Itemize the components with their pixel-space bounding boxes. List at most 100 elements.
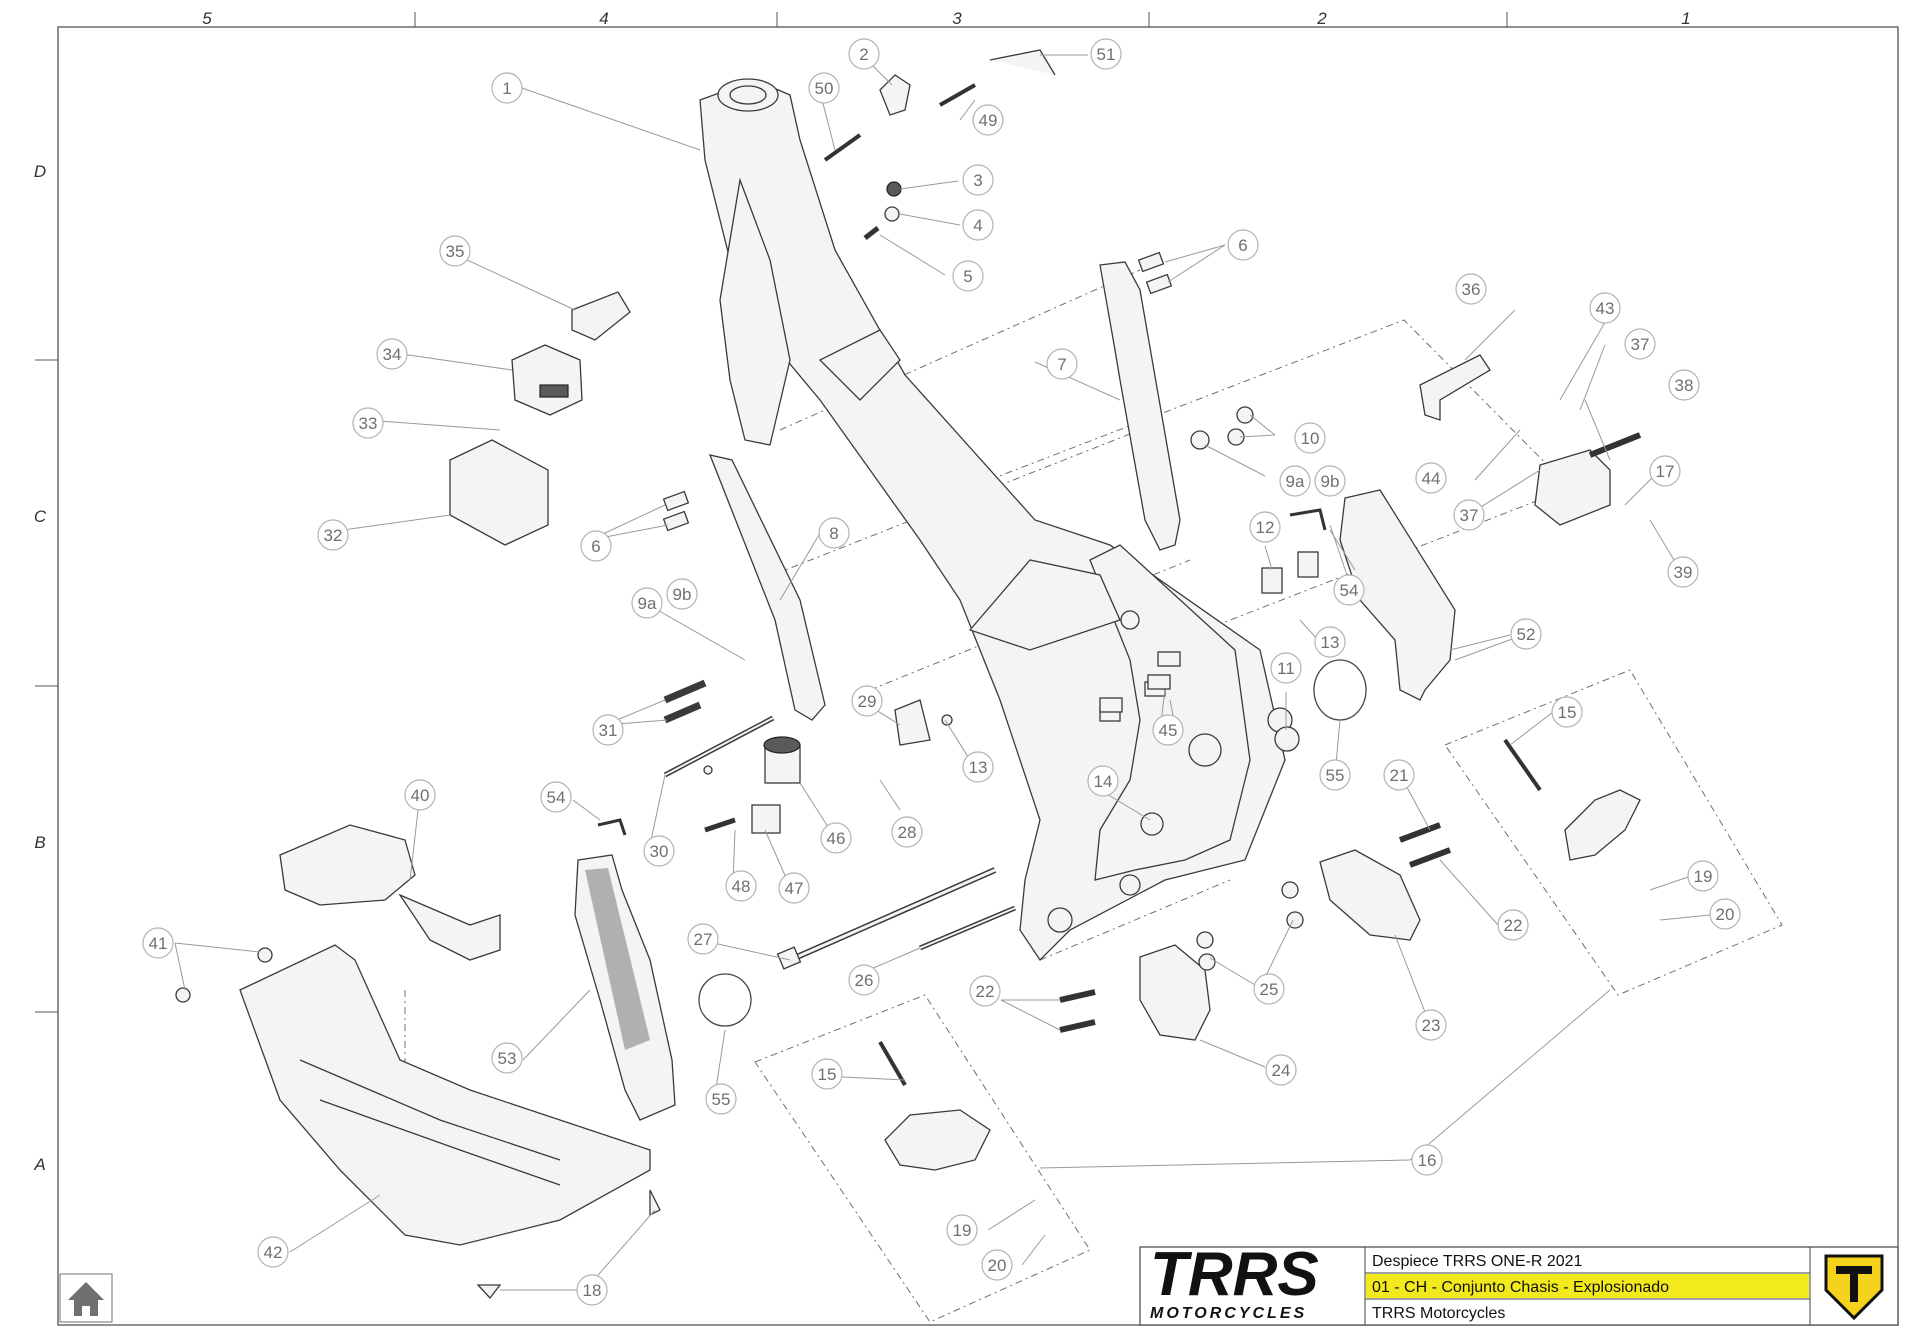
svg-text:18: 18: [583, 1281, 602, 1300]
callout-bubble: 36: [1455, 273, 1487, 305]
svg-text:31: 31: [599, 721, 618, 740]
drawing-subtitle: 01 - CH - Conjunto Chasis - Explosionado: [1372, 1279, 1669, 1296]
callout-bubble: 18: [576, 1274, 608, 1306]
callout-bubble: 9b: [666, 578, 698, 610]
callout-bubble: 17: [1649, 455, 1681, 487]
svg-text:48: 48: [732, 877, 751, 896]
svg-text:21: 21: [1390, 766, 1409, 785]
svg-text:7: 7: [1057, 355, 1066, 374]
svg-text:41: 41: [149, 934, 168, 953]
callout-bubble: 22: [1497, 909, 1529, 941]
svg-text:46: 46: [827, 829, 846, 848]
svg-text:24: 24: [1272, 1061, 1291, 1080]
svg-text:25: 25: [1260, 980, 1279, 999]
callout-bubble: 19: [1687, 860, 1719, 892]
svg-text:51: 51: [1097, 45, 1116, 64]
callout-bubble: 24: [1265, 1054, 1297, 1086]
grid-column-label: 1: [1681, 9, 1690, 28]
callout-bubble: 32: [317, 519, 349, 551]
svg-text:50: 50: [815, 79, 834, 98]
grid-row-label: A: [33, 1155, 45, 1174]
svg-text:52: 52: [1517, 625, 1536, 644]
svg-text:17: 17: [1656, 462, 1675, 481]
svg-text:32: 32: [324, 526, 343, 545]
brake-reservoir: [751, 736, 801, 834]
callout-bubble: 35: [439, 235, 471, 267]
callout-bubble: 6: [580, 530, 612, 562]
callout-bubble: 13: [962, 751, 994, 783]
svg-text:15: 15: [1558, 703, 1577, 722]
svg-text:6: 6: [1238, 236, 1247, 255]
callout-bubble: 7: [1046, 348, 1078, 380]
svg-text:23: 23: [1422, 1016, 1441, 1035]
svg-text:30: 30: [650, 842, 669, 861]
callout-bubble: 50: [808, 72, 840, 104]
callout-bubble: 42: [257, 1236, 289, 1268]
callout-bubble: 1: [491, 72, 523, 104]
callout-bubble: 6: [1227, 229, 1259, 261]
svg-text:42: 42: [264, 1243, 283, 1262]
footpeg-left: [878, 1040, 991, 1171]
svg-text:13: 13: [1321, 633, 1340, 652]
callout-bubble: 38: [1668, 369, 1700, 401]
svg-text:38: 38: [1675, 376, 1694, 395]
svg-text:53: 53: [498, 1049, 517, 1068]
brand-logo-subtext: MOTORCYCLES: [1150, 1305, 1307, 1322]
svg-text:15: 15: [818, 1065, 837, 1084]
svg-text:22: 22: [976, 982, 995, 1001]
svg-text:19: 19: [953, 1221, 972, 1240]
svg-text:37: 37: [1631, 335, 1650, 354]
title-highlight-bar: [1366, 1274, 1809, 1298]
callout-bubble: 11: [1270, 652, 1302, 684]
svg-text:36: 36: [1462, 280, 1481, 299]
callout-bubble: 33: [352, 407, 384, 439]
grid-column-label: 4: [599, 9, 608, 28]
ignition-coil: [1534, 432, 1642, 526]
svg-text:45: 45: [1159, 721, 1178, 740]
svg-text:5: 5: [963, 267, 972, 286]
home-button[interactable]: [59, 1273, 113, 1323]
callout-bubble: 14: [1087, 765, 1119, 797]
brand-logo-text: TRRS: [1150, 1240, 1319, 1309]
svg-text:19: 19: [1694, 867, 1713, 886]
footpeg-bracket-right: [1319, 849, 1421, 941]
svg-text:43: 43: [1596, 299, 1615, 318]
svg-text:55: 55: [712, 1090, 731, 1109]
callout-bubble: 40: [404, 779, 436, 811]
callout-bubble: 15: [811, 1058, 843, 1090]
svg-text:35: 35: [446, 242, 465, 261]
svg-text:20: 20: [1716, 905, 1735, 924]
callout-bubble: 53: [491, 1042, 523, 1074]
svg-text:11: 11: [1277, 659, 1295, 678]
callout-bubble: 52: [1510, 618, 1542, 650]
callout-bubble: 9a: [631, 587, 663, 619]
callout-bubble: 54: [540, 781, 572, 813]
rear-subframe-right: [1099, 261, 1181, 551]
svg-text:16: 16: [1418, 1151, 1437, 1170]
rubber-mounts: [1261, 551, 1319, 594]
footpeg-bracket-left: [1139, 944, 1211, 1041]
callout-bubble: 20: [981, 1249, 1013, 1281]
grid-ticks: [35, 12, 1508, 1013]
callout-bubble: 20: [1709, 898, 1741, 930]
svg-text:12: 12: [1256, 518, 1275, 537]
callout-bubble: 21: [1383, 759, 1415, 791]
callout-bubble: 41: [142, 927, 174, 959]
svg-text:54: 54: [1340, 581, 1359, 600]
svg-text:28: 28: [898, 823, 917, 842]
callout-bubble: 54: [1333, 574, 1365, 606]
callout-bubble: 30: [643, 835, 675, 867]
grid-row-label: B: [34, 833, 45, 852]
drawing-company: TRRS Motorcycles: [1372, 1305, 1505, 1322]
sheet-border: [57, 26, 1899, 1326]
callout-bubble: 2: [848, 38, 880, 70]
svg-text:3: 3: [973, 171, 982, 190]
o-ring-gasket: [1313, 659, 1367, 721]
callout-bubble: 44: [1415, 462, 1447, 494]
svg-text:9a: 9a: [638, 594, 657, 613]
callout-bubble: 34: [376, 338, 408, 370]
svg-text:13: 13: [969, 758, 988, 777]
svg-text:9b: 9b: [1321, 472, 1340, 491]
